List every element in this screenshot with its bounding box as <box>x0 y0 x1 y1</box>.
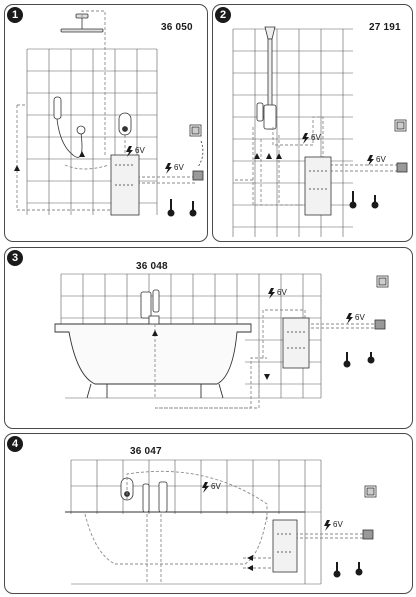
control-box-icon <box>272 519 298 573</box>
panel-1: 1 36 050 6V 6V <box>4 4 208 242</box>
voltage-label: 6V <box>355 313 365 322</box>
supply-pipes <box>233 116 398 206</box>
flow-arrow-icon <box>14 151 85 171</box>
panel-4: 4 36 047 6V 6V <box>4 433 413 594</box>
transformer-icon <box>374 275 389 330</box>
voltage-label: 6V <box>311 133 321 142</box>
thermometer-icon <box>349 191 379 209</box>
thermometer-icon <box>333 562 363 578</box>
product-code: 36 050 <box>161 22 193 33</box>
supply-pipes <box>126 470 365 584</box>
transformer-icon <box>394 119 408 173</box>
voltage-label: 6V <box>376 155 386 164</box>
voltage-label: 6V <box>211 482 221 491</box>
flow-arrow-icon <box>254 153 282 159</box>
control-box-icon <box>304 156 332 216</box>
panel-number-badge: 1 <box>7 7 23 23</box>
thermometer-icon <box>167 199 197 217</box>
panel-3-drawing <box>54 273 389 409</box>
lightning-icon <box>268 288 353 324</box>
bathtub-icon <box>65 511 305 565</box>
lightning-icon <box>202 482 331 531</box>
product-code: 36 048 <box>136 261 168 272</box>
flow-arrow-icon <box>247 555 253 571</box>
lightning-icon <box>302 133 374 166</box>
bathtub-icon <box>54 323 252 399</box>
shower-column-icon <box>256 26 277 130</box>
flow-arrow-icon <box>152 330 270 380</box>
wall-control-icon <box>118 112 132 136</box>
panel-2: 2 27 191 6V 6V <box>212 4 413 242</box>
panel-number-badge: 2 <box>215 7 231 23</box>
voltage-label: 6V <box>333 520 343 529</box>
tile-wall <box>232 28 353 237</box>
transformer-icon <box>362 485 377 540</box>
control-box-icon <box>282 317 310 369</box>
panel-4-drawing <box>65 459 377 585</box>
voltage-label: 6V <box>277 288 287 297</box>
control-box-icon <box>110 154 140 216</box>
product-code: 27 191 <box>369 22 401 33</box>
product-code: 36 047 <box>130 446 162 457</box>
panel-3: 3 36 048 6V 6V <box>4 247 413 429</box>
panel-number-badge: 3 <box>7 250 23 266</box>
supply-pipes <box>16 10 195 211</box>
tub-filler-icon <box>142 481 168 513</box>
voltage-label: 6V <box>174 163 184 172</box>
panel-1-drawing <box>14 10 204 217</box>
hand-shower-icon <box>53 96 86 158</box>
transformer-icon <box>189 124 204 181</box>
panel-2-drawing <box>232 26 408 237</box>
tile-wall <box>60 273 322 399</box>
lightning-icon <box>126 146 172 174</box>
voltage-label: 6V <box>135 146 145 155</box>
panel-number-badge: 4 <box>7 436 23 452</box>
tub-filler-icon <box>140 289 160 325</box>
thermometer-icon <box>343 352 375 368</box>
